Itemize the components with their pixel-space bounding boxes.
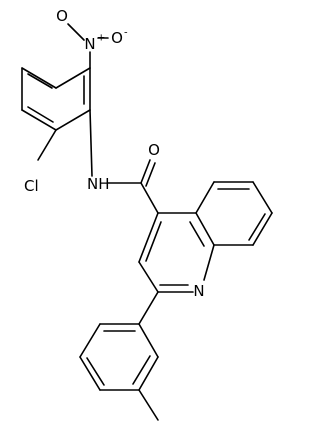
atom-quinoline-n: N (193, 282, 204, 300)
bond (79, 323, 101, 358)
bond (203, 244, 215, 281)
bond (89, 109, 93, 177)
atom-nitro-o-right: O (111, 29, 123, 47)
bond (55, 109, 91, 131)
quinoline-benzo-ring (195, 181, 273, 246)
structure-drawing: N + O O - Cl NH O N (21, 7, 273, 421)
chloro-substituent: Cl (24, 129, 57, 195)
bond (27, 73, 53, 89)
bond (252, 181, 273, 214)
chloronitrophenyl-ring (21, 67, 91, 131)
bond (248, 213, 266, 241)
nitro-group: N + O O - (56, 7, 128, 69)
bond (195, 212, 215, 246)
bond (79, 356, 101, 391)
bond (27, 106, 54, 123)
bond (21, 67, 57, 89)
bond (138, 323, 159, 358)
atom-carbonyl-o: O (148, 141, 160, 159)
atom-chlorine: Cl (24, 177, 39, 195)
charge-plus: + (97, 33, 105, 44)
bond (132, 355, 151, 385)
bond (138, 212, 159, 263)
bond (86, 357, 105, 386)
bond (138, 389, 159, 421)
bond (145, 162, 156, 187)
bond (21, 109, 57, 131)
methylphenyl-ring (79, 291, 159, 421)
bond (138, 356, 159, 391)
bond (138, 261, 159, 293)
charge-minus: - (124, 28, 128, 39)
bond (37, 129, 57, 161)
bond (195, 181, 215, 214)
molecule-canvas: N + O O - Cl NH O N (21, 7, 273, 421)
bond (189, 221, 205, 247)
bond (138, 291, 159, 325)
atom-amide-nh: NH (87, 175, 110, 193)
quinoline-pyridine-ring: N (138, 212, 215, 300)
atom-nitro-o-left: O (56, 7, 68, 25)
amide-linkage: NH O (87, 109, 160, 214)
bond (55, 67, 91, 89)
bond (140, 182, 159, 214)
bond (67, 23, 85, 41)
bond (252, 212, 273, 246)
atom-nitro-n: N (84, 35, 95, 53)
bond (145, 221, 162, 262)
bond (140, 159, 151, 184)
